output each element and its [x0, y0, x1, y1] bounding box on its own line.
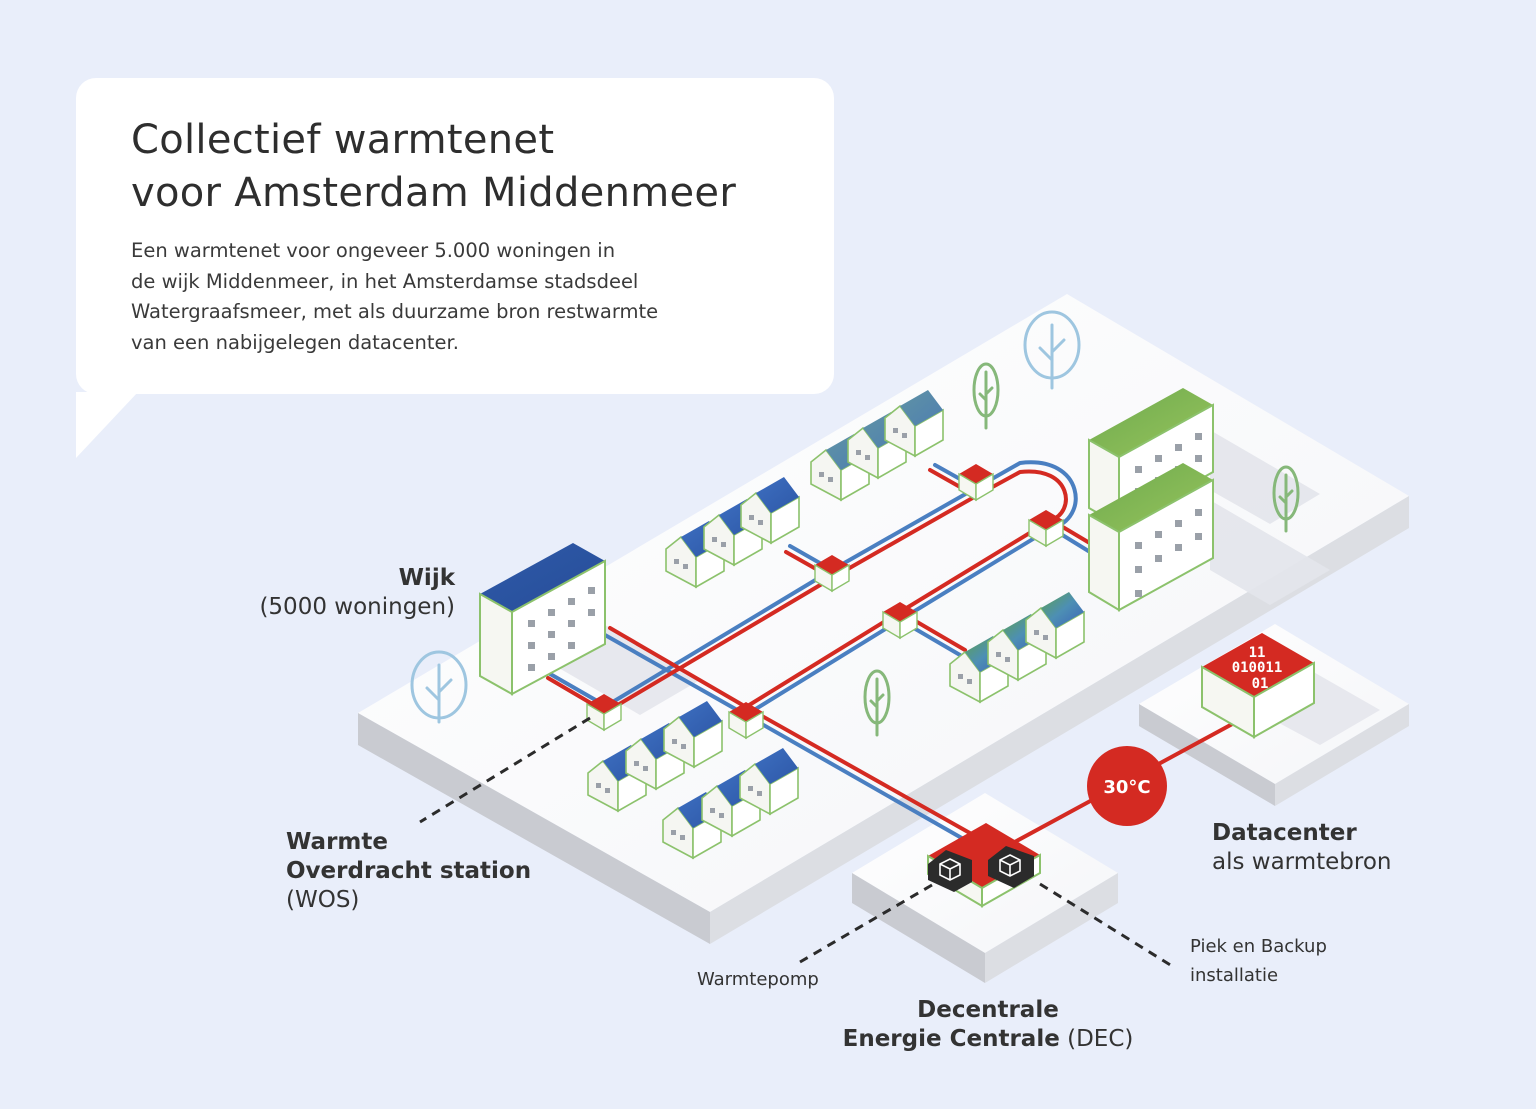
title-line-1: Collectief warmtenet: [131, 117, 555, 163]
wos-substation-box: [958, 464, 994, 502]
wos-substation-box: [728, 702, 764, 740]
page-title: Collectief warmtenet voor Amsterdam Midd…: [131, 114, 736, 220]
datacenter-code-1: 11: [1249, 645, 1266, 661]
label-dec-suffix: (DEC): [1059, 1026, 1134, 1052]
backup-installation-icon: [988, 846, 1034, 888]
substations: [586, 464, 1064, 740]
label-wijk-title: Wijk: [398, 565, 455, 591]
label-dec-line1: Decentrale: [917, 997, 1059, 1023]
label-piek-line2: installatie: [1190, 965, 1279, 986]
label-wos-line3: (WOS): [286, 887, 360, 913]
title-line-2: voor Amsterdam Middenmeer: [131, 170, 737, 216]
label-piek-line1: Piek en Backup: [1190, 936, 1327, 957]
heat-pump-icon: [928, 850, 972, 892]
desc-line-4: van een nabijgelegen datacenter.: [131, 330, 459, 354]
label-wijk-sub: (5000 woningen): [259, 594, 455, 620]
intro-bubble: [76, 78, 834, 394]
datacenter-building: 11 010011 01: [1201, 633, 1315, 739]
desc-line-3: Watergraafsmeer, met als duurzame bron r…: [131, 300, 659, 323]
datacenter-code-3: 01: [1252, 676, 1269, 692]
house-icon: [739, 748, 799, 816]
label-wijk: Wijk (5000 woningen): [259, 564, 455, 622]
leader-lines: [419, 716, 1173, 968]
label-warmtepomp: Warmtepomp: [697, 969, 819, 990]
house-icon: [1025, 592, 1085, 660]
label-dec-line2: Energie Centrale: [842, 1026, 1060, 1052]
dec-building: [927, 823, 1041, 908]
intro-bubble-tail: [76, 392, 138, 458]
houses: [587, 390, 1085, 860]
temperature-text: 30°C: [1103, 777, 1150, 798]
label-wos: Warmte Overdracht station (WOS): [286, 828, 531, 915]
tree-icon: [410, 310, 1300, 737]
desc-line-1: Een warmtenet voor ongeveer 5.000 woning…: [131, 239, 616, 262]
intro-description: Een warmtenet voor ongeveer 5.000 woning…: [131, 236, 658, 358]
label-dec: Decentrale Energie Centrale (DEC): [790, 996, 1186, 1054]
apartment-building-green-2: [1088, 463, 1214, 612]
house-icon: [884, 390, 944, 458]
wos-substation-box: [586, 694, 622, 732]
house-icon: [740, 477, 800, 545]
label-datacenter: Datacenter als warmtebron: [1212, 819, 1392, 877]
label-wos-line2: Overdracht station: [286, 858, 532, 884]
datacenter-code-2: 010011: [1232, 660, 1283, 676]
label-datacenter-sub: als warmtebron: [1212, 849, 1392, 875]
desc-line-2: de wijk Middenmeer, in het Amsterdamse s…: [131, 269, 639, 293]
wos-substation-box: [814, 555, 850, 593]
label-datacenter-title: Datacenter: [1212, 820, 1357, 846]
wos-substation-box: [882, 602, 918, 640]
wijk-apartment-building: [479, 543, 606, 696]
label-piek-backup: Piek en Backup installatie: [1190, 932, 1327, 990]
temperature-badge: 30°C: [1087, 746, 1167, 826]
house-icon: [663, 701, 723, 769]
label-wos-line1: Warmte: [286, 829, 388, 855]
wos-substation-box: [1028, 510, 1064, 548]
